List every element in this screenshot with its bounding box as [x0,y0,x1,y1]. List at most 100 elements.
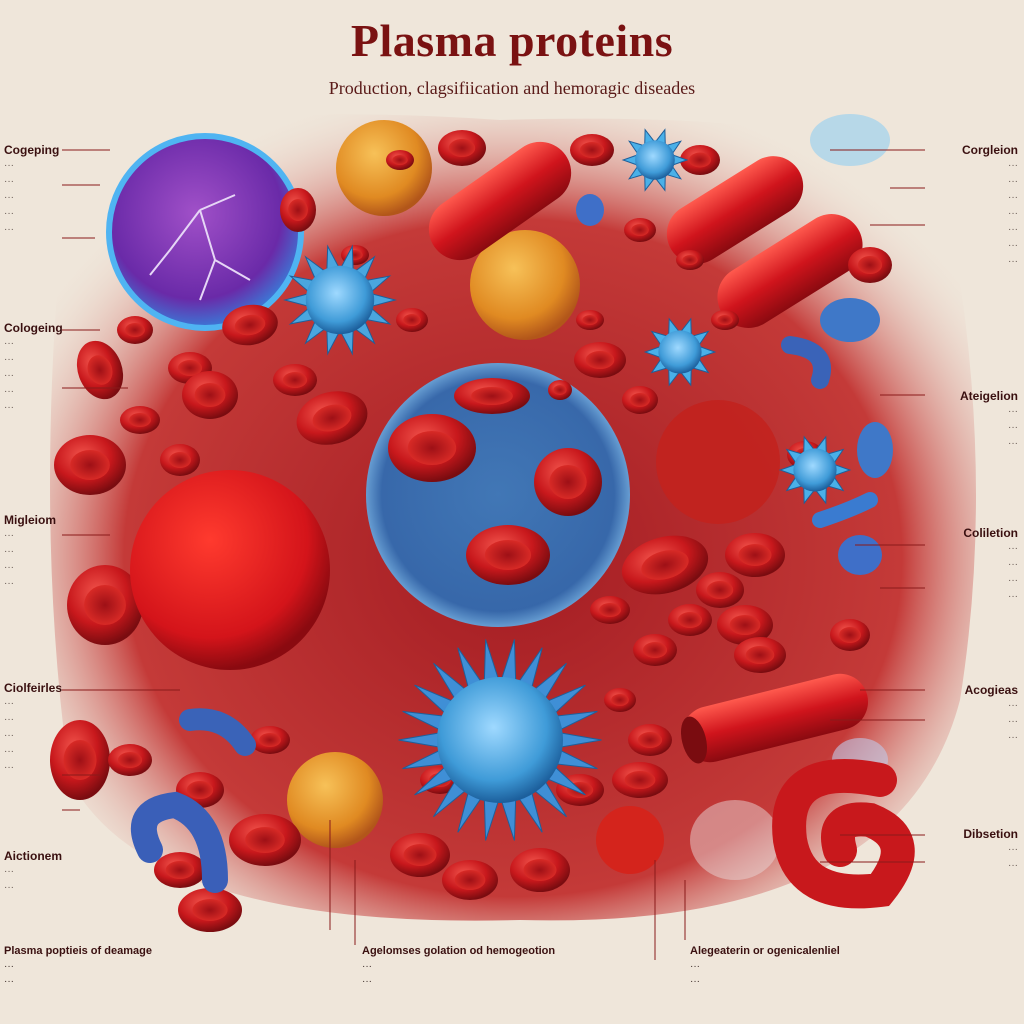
translucent-blob [690,800,780,880]
red-blood-cell [604,688,636,712]
left_labels-block: Cogeping··············· [4,142,66,238]
small-red-cell [596,806,664,874]
red-blood-cell [848,247,892,283]
bottom-label-line: ··· [690,961,700,972]
right_labels-block: Corgleion····················· [928,142,1018,270]
red-blood-cell [67,565,143,645]
red-blood-cell [273,364,317,396]
bottom-label-heading: Agelomses golation od hemogeotion [362,945,556,957]
right_labels-line: ··· [1008,700,1018,711]
bottom-label-heading: Alegeaterin or ogenicalenliel [690,945,840,957]
page-title: Plasma proteins [350,15,674,66]
left_labels-block: Ciolfeirles··············· [4,680,66,776]
bottom-label-line: ··· [362,961,372,972]
red-blood-cell [250,726,290,754]
left_labels-line: ··· [4,882,14,893]
right_labels-line: ··· [1008,559,1018,570]
left_labels-line: ··· [4,762,14,773]
red-blood-cell [624,218,656,242]
right_labels-block: Acogieas········· [928,682,1018,746]
right_labels-heading: Ateigelion [959,389,1018,403]
blue-worm [812,492,878,528]
left_labels-line: ··· [4,386,14,397]
red-tube [680,673,869,764]
bottom-label-heading: Plasma poptieis of deamage [4,945,152,957]
left_labels-line: ··· [4,160,14,171]
red-blood-cell [633,634,677,666]
red-capsule [717,214,863,328]
right_labels-line: ··· [1008,422,1018,433]
red-blood-cell [178,888,242,932]
blue-worm [781,336,831,389]
blue-droplet [576,194,604,226]
blue-spiky-cell [778,435,852,505]
red-blood-cell [676,250,704,270]
right_labels-heading: Dibsetion [963,827,1018,841]
blue-spiky-cell [643,317,717,387]
red-blood-cell [222,304,278,346]
left_labels-heading: Cologeing [4,321,63,335]
right_labels-line: ··· [1008,406,1018,417]
red-blood-cell [182,371,238,419]
red-blood-cell [734,637,786,673]
red-blood-cell [438,130,486,166]
red-blood-cell [390,833,450,877]
red-blood-cell [830,619,870,651]
right_labels-line: ··· [1008,160,1018,171]
red-blood-cells [50,130,892,932]
bottom-label-line: ··· [362,976,372,987]
right_labels-line: ··· [1008,591,1018,602]
red-blood-cell [628,724,672,756]
bottom-label-block: Plasma poptieis of deamage······ [4,944,334,989]
left_labels-line: ··· [4,370,14,381]
right_labels-heading: Corgleion [962,143,1018,157]
left_labels-heading: Cogeping [4,143,60,157]
red-blood-cell [154,852,206,888]
left_labels-line: ··· [4,746,14,757]
red-blood-cell [280,188,316,232]
right_labels-line: ··· [1008,575,1018,586]
blue-blob [838,535,882,575]
red-blood-cell [50,720,110,800]
red-blood-cell [442,860,498,900]
red-blood-cell [76,340,124,400]
orange-cell [470,230,580,340]
red-capsule [666,156,804,264]
red-swirl [772,759,915,909]
blue-worm [130,791,228,893]
right_labels-line: ··· [1008,240,1018,251]
blue-spiky-cell [282,244,398,356]
right_labels-block: Coliletion············ [928,525,1018,605]
left_labels-line: ··· [4,402,14,413]
left_labels-heading: Migleiom [4,513,57,527]
red-blood-cell [570,134,614,166]
red-blood-cell [108,744,152,776]
red-blood-cell [576,310,604,330]
left_labels-line: ··· [4,714,14,725]
right_labels-line: ··· [1008,438,1018,449]
right_labels-line: ··· [1008,192,1018,203]
left_labels-heading: Ciolfeirles [4,681,63,695]
right_labels-line: ··· [1008,732,1018,743]
red-blood-cell [621,535,709,595]
blue-spiky-cell [621,128,689,192]
right_labels-line: ··· [1008,844,1018,855]
left_labels-line: ··· [4,546,14,557]
red-cell-right [656,400,780,524]
left_labels-block: Aictionem······ [4,848,66,896]
cell-fibers [149,194,251,301]
right_labels-line: ··· [1008,208,1018,219]
left_labels-block: Migleiom············ [4,512,66,592]
bottom-label-line: ··· [4,976,14,987]
red-blood-cell [454,378,530,414]
blue-blob [820,298,880,342]
red-blood-cell [696,572,744,608]
red-blood-cell [386,150,414,170]
left_labels-heading: Aictionem [4,849,63,863]
orange-cell [287,752,383,848]
red-blood-cell [725,533,785,577]
left_labels-line: ··· [4,354,14,365]
purple-cell [106,133,304,331]
red-blood-cell [590,596,630,624]
